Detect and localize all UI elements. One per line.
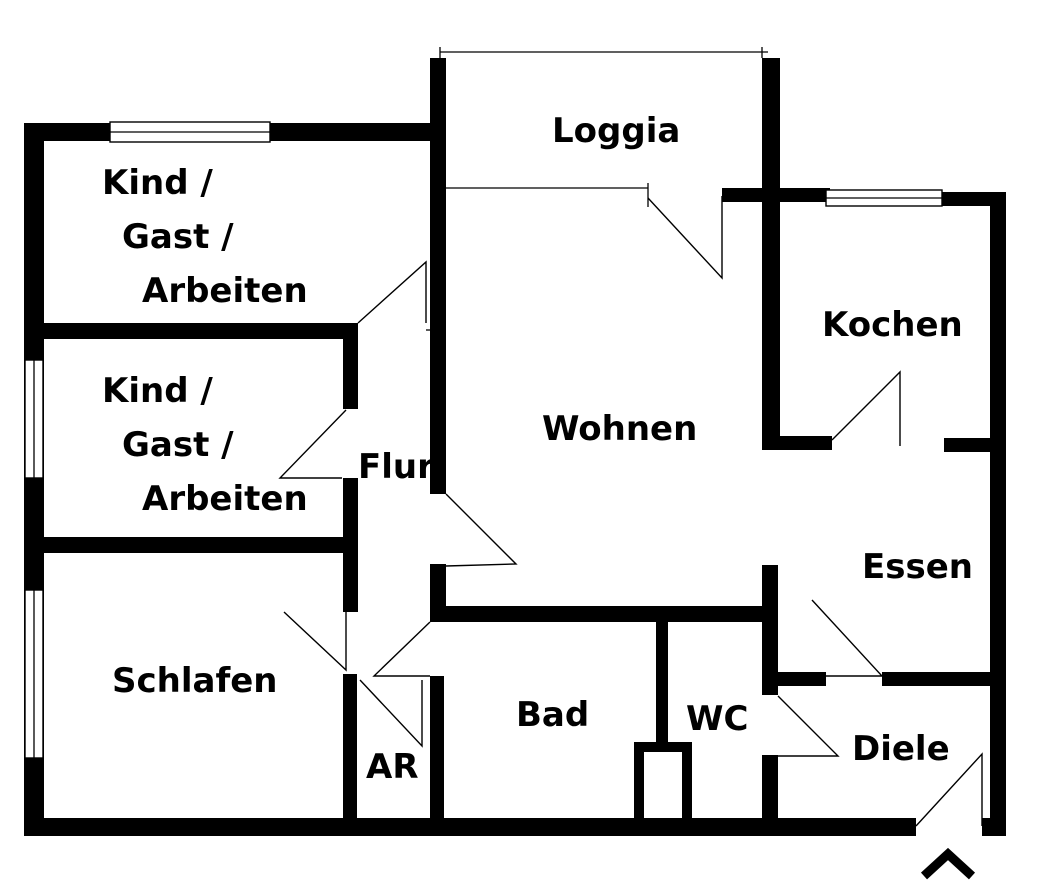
door-kind1 [357, 260, 427, 324]
label-essen: Essen [862, 547, 973, 587]
walls [24, 58, 1006, 836]
shaft-top [634, 742, 692, 752]
wall-kid-right-upper [343, 323, 358, 409]
door-ar [359, 679, 423, 748]
label-loggia: Loggia [552, 111, 680, 151]
wall-kitchen-bottom-right [944, 438, 1006, 452]
label-kind2-line3: Arbeiten [142, 479, 308, 519]
windows [24, 121, 943, 759]
doors [278, 183, 983, 827]
door-wohnen [445, 493, 518, 567]
door-loggia [647, 196, 723, 280]
wall-central-upper [430, 58, 446, 494]
label-bad: Bad [516, 695, 589, 735]
door-schlafen [283, 611, 347, 672]
wall-kitchen-bottom-left [762, 436, 832, 450]
label-kind2-line2: Gast / [122, 425, 234, 465]
wall-kitchen-top-left [722, 188, 830, 202]
loggia-lines [439, 47, 768, 189]
wall-diele-top-left [762, 672, 826, 686]
door-entrance [915, 752, 983, 827]
door-kitchen [831, 370, 901, 446]
door-diele-essen [811, 599, 884, 677]
wall-ar-right [430, 676, 444, 826]
door-kind2 [278, 409, 347, 479]
door-bad [372, 621, 431, 677]
wall-kid-divider [24, 323, 358, 339]
label-wohnen: Wohnen [542, 409, 697, 449]
wall-kid-right-lower [343, 478, 358, 612]
shaft-right [682, 742, 692, 822]
shaft-left [634, 742, 644, 822]
wall-ar-left [343, 674, 357, 826]
label-wc: WC [686, 699, 748, 739]
wall-bad-wc-divider [656, 606, 668, 744]
label-kind1-line1: Kind / [102, 163, 213, 203]
wall-bottom [24, 818, 916, 836]
wall-entrance-stub [982, 818, 1006, 836]
wall-bad-top [430, 606, 778, 622]
wall-kid-schlafen-divider [24, 537, 358, 553]
label-schlafen: Schlafen [112, 661, 278, 701]
wall-wc-right-upper [762, 565, 778, 695]
label-diele: Diele [852, 729, 950, 769]
label-kind2-line1: Kind / [102, 371, 213, 411]
wall-outer-right [990, 192, 1006, 836]
label-flur: Flur [358, 447, 434, 487]
label-ar: AR [366, 747, 419, 787]
wall-loggia-right [762, 58, 780, 450]
wall-wc-right-lower [762, 755, 778, 830]
label-kind1-line2: Gast / [122, 217, 234, 257]
caret-up-icon [920, 847, 976, 880]
wall-diele-top-right [882, 672, 1006, 686]
door-wc [777, 695, 840, 757]
label-kind1-line3: Arbeiten [142, 271, 308, 311]
label-kochen: Kochen [822, 305, 963, 345]
room-labels: Kind / Gast / Arbeiten Kind / Gast / Arb… [102, 111, 973, 787]
